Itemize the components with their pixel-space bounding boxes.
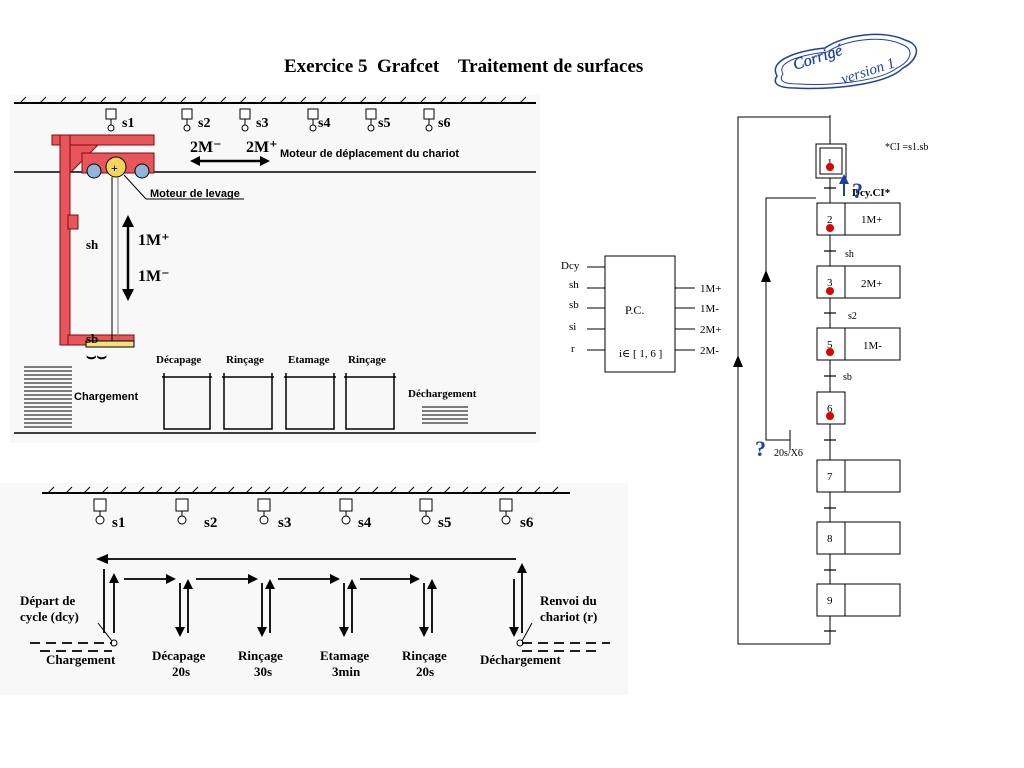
travel-left-label: 2M⁻ [190, 139, 222, 156]
step-number: 1 [827, 157, 833, 169]
stamp-line1: Corrigé [791, 42, 845, 74]
lift-down-label: 1M⁻ [138, 268, 170, 285]
unloading-label: Déchargement [408, 388, 477, 400]
step-action: 2M+ [861, 278, 882, 290]
ci-note: *CI =s1.sb [885, 142, 928, 153]
question-mark: ? [755, 436, 766, 461]
pulley-icon [105, 156, 127, 178]
step-action: 1M- [863, 340, 882, 352]
pc-block: P.C. i∈ [ 1, 6 ] Dcy sh sb si r 1M+ 1M- … [561, 255, 721, 373]
step-number: 6 [827, 403, 833, 415]
loading-stack-icon [24, 366, 72, 428]
station-name: Rinçage [402, 648, 447, 663]
sensor-label: s2 [198, 116, 210, 131]
pc-output: 1M- [700, 303, 719, 315]
step-number: 5 [827, 339, 833, 351]
transition-label: 20s/X6 [774, 448, 803, 459]
step-number: 7 [827, 471, 833, 483]
pc-output: 1M+ [700, 283, 721, 295]
bath-label: Rinçage [226, 354, 264, 366]
sensor-label: s4 [318, 116, 330, 131]
step-box [815, 143, 901, 617]
return-label: chariot (r) [540, 609, 597, 624]
station-name: Décapage [152, 648, 206, 663]
sensor-label: s6 [438, 116, 450, 131]
pc-output: 2M- [700, 345, 719, 357]
pc-output: 2M+ [700, 324, 721, 336]
transition-label: sh [845, 249, 854, 260]
pc-input: Dcy [561, 260, 580, 272]
transition-label: sb [843, 372, 852, 383]
station-time: 20s [416, 664, 434, 679]
sensor-label: s6 [520, 515, 534, 531]
step-number: 3 [827, 277, 833, 289]
sensor-label: s1 [112, 515, 125, 531]
sensor-low-label: sb [86, 331, 98, 346]
pc-input: sb [569, 299, 579, 311]
station-name: Rinçage [238, 648, 283, 663]
bath-label: Décapage [156, 354, 201, 366]
station-name: Déchargement [480, 652, 562, 667]
sensor-label: s3 [256, 116, 268, 131]
page-title: Exercice 5 Grafcet Traitement de surface… [284, 56, 644, 77]
transition-label: s2 [848, 311, 857, 322]
hoist-schematic: s1 s2 s3 s4 s5 s6 + ⌣⌣ 2M⁻ 2M⁺ Moteur de… [14, 96, 536, 434]
travel-right-label: 2M⁺ [246, 139, 278, 156]
station-time: 30s [254, 664, 272, 679]
limit-switch-icon [105, 108, 435, 132]
step-action: 1M+ [861, 214, 882, 226]
bath-tanks [162, 373, 396, 430]
grafcet-diagram: 1 2 1M+ 3 2M+ 5 1M- 6 7 8 9 Dcy.CI* sh s… [733, 115, 928, 645]
sensor-label: s1 [122, 116, 134, 131]
wheel-icon [86, 163, 102, 179]
hook-icon: ⌣⌣ [86, 348, 107, 365]
sensor-label: s5 [378, 116, 390, 131]
step-number: 2 [827, 214, 833, 226]
step-number: 9 [827, 595, 833, 607]
lift-up-label: 1M⁺ [138, 232, 170, 249]
limit-switch-icon [93, 498, 513, 525]
unloading-stack-icon [422, 406, 468, 424]
station-name: Chargement [46, 652, 116, 667]
loading-label: Chargement [74, 391, 139, 403]
sensor-high-label: sh [86, 237, 99, 252]
wheel-icon [134, 163, 150, 179]
sensor-label: s2 [204, 515, 217, 531]
station-name: Etamage [320, 648, 369, 663]
step-number: 8 [827, 533, 833, 545]
load-bar-icon [85, 340, 135, 348]
pc-input: sh [569, 279, 579, 291]
svg-text:+: + [111, 161, 118, 175]
transition-bar [824, 187, 836, 632]
bath-label: Rinçage [348, 354, 386, 366]
sensor-label: s5 [438, 515, 451, 531]
active-step-marker [826, 163, 834, 420]
correction-stamp: Corrigé version 1 [774, 33, 918, 90]
top-schematic-panel: s1 s2 s3 s4 s5 s6 + ⌣⌣ 2M⁻ 2M⁺ Moteur de… [10, 95, 540, 443]
pc-input: r [571, 343, 575, 355]
bottom-schematic-panel: s1 s2 s3 s4 s5 s6 Départ de c [0, 483, 628, 695]
pc-label: P.C. [625, 303, 644, 317]
station-time: 3min [332, 664, 361, 679]
bath-label: Etamage [288, 354, 330, 366]
return-label: Renvoi du [540, 593, 597, 608]
station-time: 20s [172, 664, 190, 679]
question-mark: ? [852, 178, 863, 203]
transition-label: Dcy.CI* [852, 187, 891, 199]
pc-input: si [569, 321, 576, 333]
start-label: Départ de [20, 593, 75, 608]
cycle-schematic: s1 s2 s3 s4 s5 s6 Départ de c [20, 486, 610, 679]
sensor-label: s3 [278, 515, 291, 531]
travel-motor-label: Moteur de déplacement du chariot [280, 148, 459, 160]
lift-motor-label: Moteur de levage [150, 188, 240, 200]
pc-range: i∈ [ 1, 6 ] [619, 348, 662, 360]
sensor-label: s4 [358, 515, 372, 531]
start-label: cycle (dcy) [20, 609, 79, 624]
